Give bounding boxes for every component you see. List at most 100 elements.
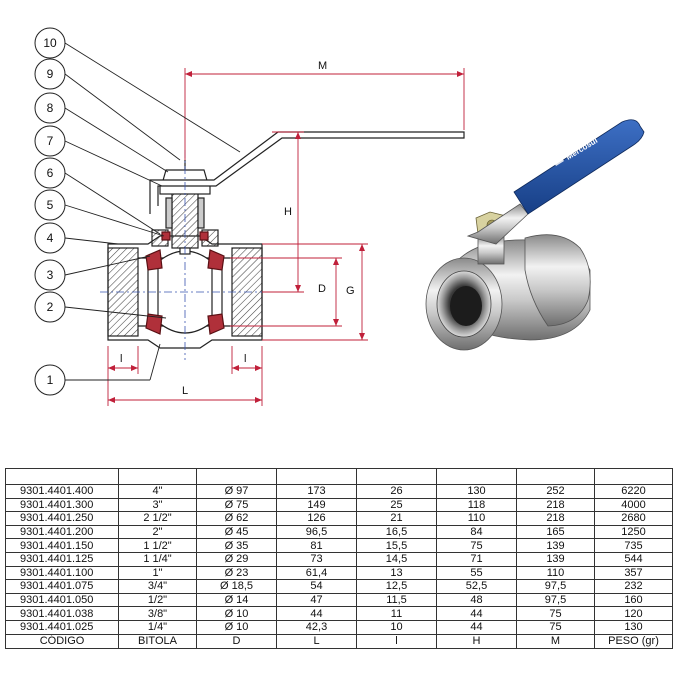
svg-text:5: 5 bbox=[47, 198, 54, 212]
table-cell-m: 139 bbox=[516, 551, 595, 567]
table-cell-bitola: 3" bbox=[118, 497, 197, 513]
table-cell-m: 165 bbox=[516, 524, 595, 540]
table-cell-l: 61,4 bbox=[276, 565, 357, 581]
table-cell-c-digo: 9301.4401.025 bbox=[5, 619, 119, 635]
table-cell-peso-gr: 160 bbox=[594, 592, 673, 608]
table-cell-bitola: 3/8" bbox=[118, 606, 197, 621]
column-header: L bbox=[276, 633, 357, 649]
table-cell-peso-gr: 2680 bbox=[594, 511, 673, 526]
callout-3: 3 bbox=[34, 259, 66, 291]
svg-text:10: 10 bbox=[43, 36, 57, 50]
svg-text:9: 9 bbox=[47, 67, 54, 81]
svg-text:8: 8 bbox=[47, 101, 54, 115]
svg-text:3: 3 bbox=[47, 268, 54, 282]
table-cell-d: Ø 97 bbox=[196, 484, 277, 499]
callout-8: 8 bbox=[34, 92, 66, 124]
table-cell-c-digo: 9301.4401.400 bbox=[5, 484, 119, 499]
table-cell-l: 173 bbox=[276, 484, 357, 499]
table-cell-l: 149 bbox=[276, 497, 357, 513]
dim-label-g: G bbox=[346, 285, 355, 297]
svg-text:4: 4 bbox=[47, 231, 54, 245]
table-cell-h: 130 bbox=[436, 484, 517, 499]
svg-text:7: 7 bbox=[47, 134, 54, 148]
table-cell-h: 48 bbox=[436, 592, 517, 608]
callout-1: 1 bbox=[34, 364, 66, 396]
table-cell-d: Ø 45 bbox=[196, 524, 277, 540]
table-cell-l: 11,5 bbox=[356, 592, 437, 608]
table-cell-l: 21 bbox=[356, 511, 437, 526]
table-spacer-row bbox=[5, 468, 673, 485]
valve-technical-drawing: M H D G L l l 10 9 8 7 6 5 4 3 2 1 bbox=[34, 27, 645, 406]
table-cell-l: 73 bbox=[276, 551, 357, 567]
table-cell-d: Ø 75 bbox=[196, 497, 277, 513]
callout-9: 9 bbox=[34, 58, 66, 90]
table-cell-l: 11 bbox=[356, 606, 437, 621]
table-cell-m: 75 bbox=[516, 619, 595, 635]
table-cell-d: Ø 29 bbox=[196, 551, 277, 567]
centre-lines bbox=[100, 150, 270, 360]
column-header: D bbox=[196, 633, 277, 649]
table-cell-c-digo: 9301.4401.038 bbox=[5, 606, 119, 621]
table-cell-h: 110 bbox=[436, 511, 517, 526]
table-cell-h: 75 bbox=[436, 538, 517, 553]
column-header: CÓDIGO bbox=[5, 633, 119, 649]
table-cell-bitola: 4" bbox=[118, 484, 197, 499]
dim-label-l-left: l bbox=[120, 353, 122, 365]
table-cell-c-digo: 9301.4401.125 bbox=[5, 551, 119, 567]
table-cell-h: 118 bbox=[436, 497, 517, 513]
dim-label-l-right: l bbox=[244, 353, 246, 365]
table-cell-l: 12,5 bbox=[356, 579, 437, 594]
callout-6: 6 bbox=[34, 157, 66, 189]
table-cell-l: 13 bbox=[356, 565, 437, 581]
table-cell-peso-gr: 735 bbox=[594, 538, 673, 553]
table-cell-h: 52,5 bbox=[436, 579, 517, 594]
table-cell-peso-gr: 1250 bbox=[594, 524, 673, 540]
table-cell-l: 25 bbox=[356, 497, 437, 513]
table-cell-l: 126 bbox=[276, 511, 357, 526]
table-cell-l: 15,5 bbox=[356, 538, 437, 553]
callout-5: 5 bbox=[34, 189, 66, 221]
svg-text:1: 1 bbox=[47, 373, 54, 387]
table-cell-bitola: 1/4" bbox=[118, 619, 197, 635]
dimension-arrows bbox=[108, 71, 464, 403]
callout-2: 2 bbox=[34, 291, 66, 323]
table-cell-d: Ø 10 bbox=[196, 619, 277, 635]
table-cell-d: Ø 10 bbox=[196, 606, 277, 621]
table-cell-l: 14,5 bbox=[356, 551, 437, 567]
table-cell-d: Ø 18,5 bbox=[196, 579, 277, 594]
callout-leaders bbox=[64, 42, 241, 381]
table-cell-d: Ø 23 bbox=[196, 565, 277, 581]
table-cell-m: 218 bbox=[516, 497, 595, 513]
table-cell-peso-gr: 544 bbox=[594, 551, 673, 567]
callout-10: 10 bbox=[34, 27, 66, 59]
table-cell-peso-gr: 120 bbox=[594, 606, 673, 621]
callouts: 10 9 8 7 6 5 4 3 2 1 bbox=[34, 27, 66, 396]
table-cell-c-digo: 9301.4401.050 bbox=[5, 592, 119, 608]
table-cell-bitola: 2 1/2" bbox=[118, 511, 197, 526]
table-cell-bitola: 1" bbox=[118, 565, 197, 581]
valve-section-view bbox=[107, 131, 465, 349]
dim-label-m: M bbox=[318, 60, 327, 72]
table-cell-m: 110 bbox=[516, 565, 595, 581]
svg-text:2: 2 bbox=[47, 300, 54, 314]
table-cell-l: 16,5 bbox=[356, 524, 437, 540]
callout-7: 7 bbox=[34, 125, 66, 157]
column-header: BITOLA bbox=[118, 633, 197, 649]
table-cell-d: Ø 14 bbox=[196, 592, 277, 608]
column-header: H bbox=[436, 633, 517, 649]
table-cell-h: 55 bbox=[436, 565, 517, 581]
table-cell-peso-gr: 232 bbox=[594, 579, 673, 594]
table-cell-bitola: 1 1/2" bbox=[118, 538, 197, 553]
table-cell-c-digo: 9301.4401.200 bbox=[5, 524, 119, 540]
